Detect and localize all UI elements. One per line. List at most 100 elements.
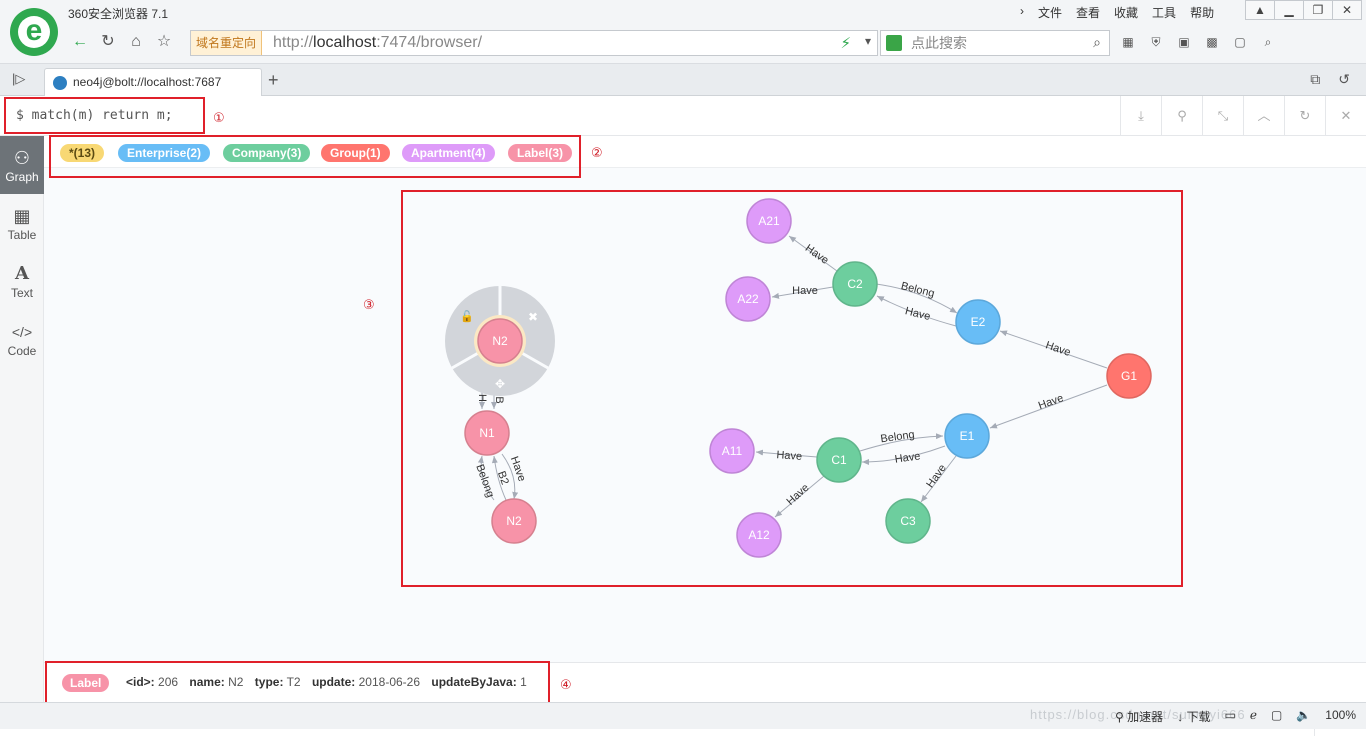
address-bar[interactable]: 域名重定向 http://localhost:7474/browser/ ⚡ ▾ [190, 30, 878, 56]
node-n1[interactable]: N1 [464, 410, 510, 456]
node-a12[interactable]: A12 [736, 512, 782, 558]
search-box[interactable]: 点此搜索 ⌕ [880, 30, 1110, 56]
node-a11[interactable]: A11 [709, 428, 755, 474]
view-graph[interactable]: ⚇ Graph [0, 136, 44, 194]
tab-label: neo4j@bolt://localhost:7687 [73, 75, 222, 89]
edge-c2-e2[interactable] [875, 283, 958, 314]
url-text[interactable]: http://localhost:7474/browser/ [273, 34, 483, 51]
image-icon[interactable]: ▢ [1234, 35, 1246, 49]
nav-buttons: ← ↻ ⌂ ☆ [66, 28, 178, 56]
edge-e1-c1[interactable] [861, 445, 946, 465]
apps-icon[interactable]: ▦ [1122, 35, 1134, 49]
rerun-icon[interactable]: ↻ [1284, 96, 1325, 136]
legend-pill-group[interactable]: Group(1) [321, 144, 390, 162]
menu-tools[interactable]: 工具 [1152, 6, 1177, 20]
edge-n1-n2b-have[interactable] [501, 453, 519, 500]
download-button[interactable]: ↓ 下载 [1177, 710, 1211, 724]
chat-icon[interactable]: ▭ [1224, 708, 1236, 722]
pin-icon[interactable]: ⚲ [1161, 96, 1202, 136]
node-e1[interactable]: E1 [944, 413, 990, 459]
edge-e1-c3[interactable] [920, 455, 957, 503]
download-icon[interactable]: ⤓ [1120, 96, 1161, 136]
back-arrow-icon[interactable]: ← [72, 33, 88, 50]
edge-c1-a12[interactable] [774, 475, 825, 518]
menu-view[interactable]: 查看 [1076, 6, 1101, 20]
star-icon[interactable]: ☆ [156, 33, 172, 50]
window-list-icon[interactable]: ⧉ [1310, 71, 1321, 87]
node-a21[interactable]: A21 [746, 198, 792, 244]
domain-redirect-tag[interactable]: 域名重定向 [191, 31, 263, 55]
node-c2[interactable]: C2 [832, 261, 878, 307]
view-table[interactable]: ▦ Table [0, 194, 44, 252]
unlock-icon[interactable]: 🔓 [460, 310, 474, 323]
shield-icon[interactable]: ⛨ [1151, 35, 1161, 49]
prop-key: type: [254, 675, 284, 689]
volume-icon[interactable]: 🔈 [1296, 708, 1312, 722]
legend-pill-apartment[interactable]: Apartment(4) [402, 144, 495, 162]
menu-favorites[interactable]: 收藏 [1114, 6, 1139, 20]
zoom-search-icon[interactable]: ⌕ [1264, 35, 1272, 49]
zoom-level[interactable]: 100% [1325, 708, 1356, 722]
ie-icon[interactable]: ℯ [1249, 708, 1257, 722]
search-icon[interactable]: ⌕ [1093, 34, 1101, 50]
edge-e2-c2[interactable] [876, 295, 957, 327]
node-a22[interactable]: A22 [725, 276, 771, 322]
menu-arrow-icon[interactable]: › [1020, 4, 1024, 18]
svg-text:C1: C1 [831, 453, 847, 467]
view-text[interactable]: A Text [0, 252, 44, 310]
collapse-icon[interactable]: ⤡ [1202, 96, 1243, 136]
close-window-button[interactable]: ✕ [1332, 0, 1362, 20]
code-icon: </> [11, 324, 33, 340]
edge-c1-e1[interactable] [859, 433, 944, 452]
chevron-down-icon[interactable]: ▾ [864, 34, 871, 48]
node-n2-selected[interactable]: N2 [477, 318, 523, 364]
window-icon[interactable]: ▢ [1271, 708, 1283, 722]
neo4j-favicon-icon [53, 76, 67, 90]
new-tab-button[interactable]: + [268, 70, 279, 90]
accelerator-button[interactable]: ⚲ 加速器 [1115, 710, 1164, 724]
menu-help[interactable]: 帮助 [1190, 6, 1215, 20]
dismiss-icon[interactable]: ✖ [528, 310, 538, 324]
home-icon[interactable]: ⌂ [131, 33, 141, 50]
app-title: 360安全浏览器 7.1 [68, 7, 169, 21]
chevron-up-icon[interactable]: ︿ [1243, 96, 1284, 136]
edge-label: Have [792, 285, 818, 297]
lightning-icon[interactable]: ⚡ [840, 35, 851, 52]
browser-statusbar: https://blog.csdn.net/sunroyi666 ⚲ 加速器 ↓… [0, 702, 1366, 729]
view-code[interactable]: </> Code [0, 310, 44, 368]
maximize-button[interactable]: ❐ [1303, 0, 1333, 20]
edge-g1-e1[interactable] [989, 384, 1108, 429]
edge-c2-a22[interactable] [771, 286, 834, 299]
close-frame-icon[interactable]: ✕ [1325, 96, 1366, 136]
detail-label-pill[interactable]: Label [62, 674, 110, 692]
query-text[interactable]: $ match(m) return m; [16, 108, 173, 123]
sidebar-toggle-icon[interactable]: |▷ [12, 71, 26, 86]
pdf-icon[interactable]: ▣ [1178, 35, 1190, 49]
edge-n2b-n1-belong[interactable] [477, 455, 495, 501]
expand-icon[interactable]: ✥ [495, 377, 505, 391]
node-g1[interactable]: G1 [1106, 353, 1152, 399]
node-e2[interactable]: E2 [955, 299, 1001, 345]
edge-n2b-n1-b2[interactable] [491, 455, 507, 501]
undo-close-icon[interactable]: ↺ [1338, 71, 1350, 87]
edge-c1-a11[interactable] [755, 449, 818, 458]
search-engine-icon[interactable] [886, 35, 902, 51]
legend-pill-label[interactable]: Label(3) [508, 144, 573, 162]
legend-pill-all[interactable]: *(13) [60, 144, 105, 162]
search-input[interactable]: 点此搜索 [911, 35, 967, 51]
minimize-button[interactable]: ▁ [1274, 0, 1304, 20]
menu-file[interactable]: 文件 [1038, 6, 1063, 20]
tab-neo4j[interactable]: neo4j@bolt://localhost:7687 [44, 68, 262, 96]
node-n2[interactable]: N2 [491, 498, 537, 544]
skin-icon[interactable]: ▲ [1245, 0, 1275, 20]
refresh-icon[interactable]: ↻ [101, 33, 115, 50]
edge-c2-a21[interactable] [788, 235, 838, 272]
node-c1[interactable]: C1 [816, 437, 862, 483]
graph-svg[interactable]: Have Belong Have Have Have Have Belong H… [44, 168, 1366, 662]
grid-icon[interactable]: ▩ [1206, 35, 1218, 49]
legend-pill-enterprise[interactable]: Enterprise(2) [118, 144, 211, 162]
neo4j-frame: $ match(m) return m; ⤓ ⚲ ⤡ ︿ ↻ ✕ ⚇ Graph… [0, 96, 1366, 736]
node-c3[interactable]: C3 [885, 498, 931, 544]
legend-pill-company[interactable]: Company(3) [223, 144, 311, 162]
edge-g1-e2[interactable] [999, 330, 1108, 369]
